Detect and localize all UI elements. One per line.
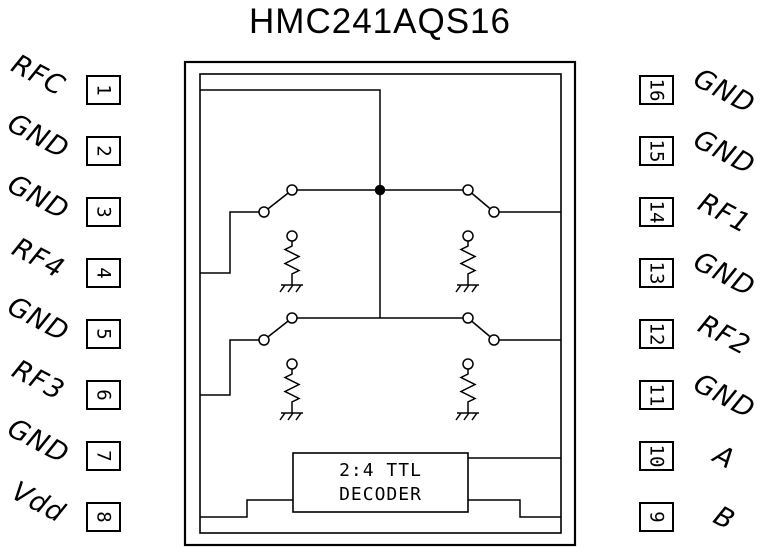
pin-14-number: 14	[645, 200, 668, 224]
ground-icon	[279, 407, 303, 421]
decoder-box	[292, 452, 469, 513]
pin-8-number: 8	[92, 511, 115, 523]
pin-11-number: 11	[645, 383, 668, 407]
chip-title: HMC241AQS16	[249, 2, 511, 41]
pin-8-box: 8	[86, 502, 121, 532]
pin-5-number: 5	[92, 328, 115, 340]
pin-4-number: 4	[92, 267, 115, 279]
rf4-trace	[200, 211, 264, 274]
pin-2-box: 2	[86, 136, 121, 166]
pin-13-box: 13	[639, 258, 674, 288]
pin-1-number: 1	[92, 84, 115, 96]
pin-12-number: 12	[645, 322, 668, 346]
pin-11-box: 11	[639, 380, 674, 410]
ground-icon	[279, 279, 303, 293]
vdd-trace	[200, 499, 293, 518]
pin-9-number: 9	[645, 511, 668, 523]
pin-7-number: 7	[92, 450, 115, 462]
shunt-resistor-upper-left	[279, 241, 303, 293]
die-outline	[199, 73, 562, 534]
pin-9-box: 9	[639, 502, 674, 532]
pin-15-number: 15	[645, 139, 668, 163]
pin-1-box: 1	[86, 75, 121, 105]
pin-15-box: 15	[639, 136, 674, 166]
decoder-label-line2: DECODER	[339, 483, 422, 505]
switch-arm-upper-left	[263, 189, 293, 213]
pin-13-number: 13	[645, 261, 668, 285]
pin-3-number: 3	[92, 206, 115, 218]
rfc-junction-dot	[374, 184, 386, 196]
pin-10-box: 10	[639, 441, 674, 471]
shunt-resistor-lower-right	[455, 369, 479, 421]
switch-contacts	[258, 184, 500, 370]
pin-16-number: 16	[645, 78, 668, 102]
shunt-resistor-upper-right	[455, 241, 479, 293]
pin-7-box: 7	[86, 441, 121, 471]
pin-4-box: 4	[86, 258, 121, 288]
pin-16-box: 16	[639, 75, 674, 105]
package-outline	[183, 60, 577, 547]
pin-12-box: 12	[639, 319, 674, 349]
rfc-trace	[200, 89, 381, 318]
pin-6-box: 6	[86, 380, 121, 410]
pin-2-number: 2	[92, 145, 115, 157]
shunt-resistor-lower-left	[279, 369, 303, 421]
decoder-label-line1: 2:4 TTL	[339, 460, 422, 482]
pin-3-box: 3	[86, 197, 121, 227]
pin-14-box: 14	[639, 197, 674, 227]
b-trace	[468, 499, 561, 518]
decoder-label: 2:4 TTL DECODER	[293, 453, 468, 512]
pin-5-box: 5	[86, 319, 121, 349]
rf3-trace	[200, 339, 264, 396]
switch-arm-lower-left	[263, 317, 293, 341]
ground-icon	[455, 407, 479, 421]
ground-icon	[455, 279, 479, 293]
pin-10-number: 10	[645, 444, 668, 468]
pin-6-number: 6	[92, 389, 115, 401]
